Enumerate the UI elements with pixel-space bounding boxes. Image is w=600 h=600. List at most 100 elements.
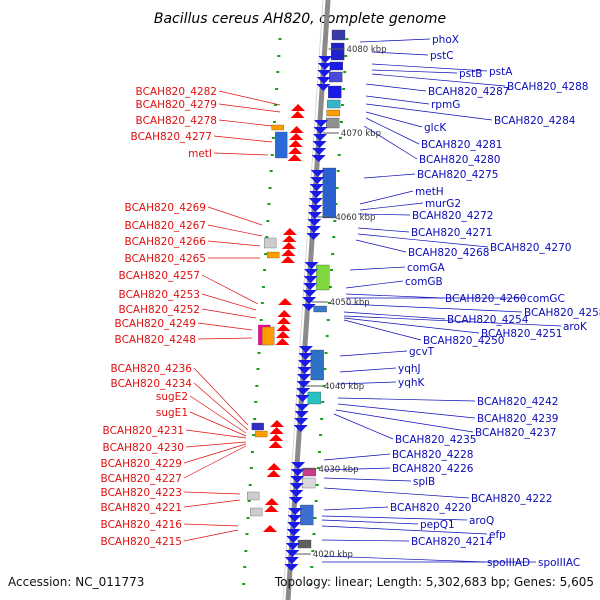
forward-arrow <box>263 525 277 532</box>
left-gene-label: sugE2 <box>156 391 188 403</box>
forward-gene <box>249 507 263 517</box>
right-gene-label: rpmG <box>431 99 460 111</box>
right-leader-line <box>343 315 562 327</box>
reverse-arrow <box>287 522 302 529</box>
reverse-gene <box>326 109 340 117</box>
forward-arrow <box>288 140 303 147</box>
left-leader-line <box>183 529 239 542</box>
left-tick <box>248 484 252 486</box>
left-tick <box>252 434 256 436</box>
left-leader-line <box>218 119 273 127</box>
right-gene-label: comGB <box>405 276 443 288</box>
right-leader-line <box>345 280 404 289</box>
reverse-gene <box>307 391 322 405</box>
left-gene-label: sugE1 <box>156 407 188 419</box>
left-gene-label: BCAH820_4282 <box>136 86 217 98</box>
left-gene-label: BCAH820_4252 <box>119 304 200 316</box>
left-labels: BCAH820_4282BCAH820_4279BCAH820_4278BCAH… <box>101 86 281 548</box>
right-gene-label: BCAH820_4222 <box>471 493 552 505</box>
left-leader-line <box>189 411 247 437</box>
reverse-arrow <box>294 418 309 425</box>
right-tick <box>312 533 316 535</box>
forward-gene <box>275 131 288 159</box>
left-tick <box>264 253 268 255</box>
right-leader-line <box>363 173 416 179</box>
right-gene-label: yqhJ <box>398 363 421 375</box>
reverse-gene <box>297 539 312 549</box>
forward-arrow <box>280 256 295 263</box>
right-leader-line <box>365 83 427 92</box>
right-tick <box>327 302 331 304</box>
left-leader-line <box>218 103 281 113</box>
right-gene-label: BCAH820_4250 <box>423 335 504 347</box>
right-leader-line <box>371 63 488 72</box>
forward-arrow <box>291 104 306 111</box>
right-gene-label: BCAH820_4275 <box>417 169 498 181</box>
right-tick <box>309 583 313 585</box>
forward-arrow <box>276 317 291 324</box>
left-tick <box>256 368 260 370</box>
right-leader-line <box>321 525 488 535</box>
left-leader-line <box>197 337 253 340</box>
left-leader-line <box>189 395 247 434</box>
position-marker-label: 4020 kbp <box>313 550 353 560</box>
right-leader-line <box>323 453 391 461</box>
right-leader-line <box>349 266 406 271</box>
right-gene-label: BCAH820_4268 <box>408 247 489 259</box>
forward-arrow <box>278 298 293 305</box>
right-gene-label: spoIIIAD <box>487 557 530 569</box>
right-gene-label: BCAH820_4272 <box>412 210 493 222</box>
forward-arrow <box>281 249 296 256</box>
reverse-arrow <box>310 177 325 184</box>
left-tick <box>259 319 263 321</box>
right-gene-label: BCAH820_4271 <box>411 227 492 239</box>
left-leader-line <box>183 523 239 527</box>
right-gene-label: glcK <box>424 122 447 134</box>
right-gene-label: BCAH820_4254 <box>447 314 529 326</box>
right-leader-line <box>355 239 407 253</box>
left-tick <box>268 187 272 189</box>
right-leader-line <box>335 409 474 433</box>
right-tick <box>339 121 343 123</box>
left-tick <box>278 38 282 40</box>
right-tick <box>315 484 319 486</box>
right-tick <box>343 71 347 73</box>
right-leader-line <box>343 311 446 320</box>
left-tick <box>254 401 258 403</box>
reverse-gene <box>310 349 324 381</box>
reverse-arrow <box>312 148 327 155</box>
left-tick <box>244 550 248 552</box>
reverse-arrow <box>306 233 321 240</box>
reverse-arrow <box>298 360 312 367</box>
right-tick <box>314 500 318 502</box>
reverse-arrow <box>286 529 301 536</box>
left-tick <box>246 517 250 519</box>
forward-gene <box>251 422 264 431</box>
right-tick <box>334 203 338 205</box>
forward-arrow <box>276 324 291 331</box>
left-tick <box>270 154 274 156</box>
left-tick <box>275 88 279 90</box>
left-leader-line <box>213 152 269 156</box>
left-gene-label: BCAH820_4277 <box>131 131 212 143</box>
left-tick <box>245 533 249 535</box>
forward-gene <box>247 491 260 501</box>
right-tick <box>331 253 335 255</box>
reverse-arrow <box>318 56 333 63</box>
reverse-arrow <box>303 283 318 290</box>
right-leader-line <box>337 381 397 385</box>
left-tick <box>243 566 247 568</box>
left-leader-line <box>201 274 259 305</box>
left-tick <box>265 236 269 238</box>
left-gene-label: BCAH820_4215 <box>101 536 182 548</box>
right-leader-line <box>333 413 394 440</box>
reverse-arrow <box>302 290 317 297</box>
reverse-arrow <box>293 425 308 432</box>
right-gene-label: BCAH820_4220 <box>390 502 471 514</box>
right-leader-line <box>365 95 430 105</box>
left-leader-line <box>183 443 247 464</box>
right-gene-label: aroK <box>563 321 588 333</box>
right-gene-label: comGA <box>407 262 446 274</box>
reverse-arrow <box>301 304 316 311</box>
reverse-arrow <box>304 269 319 276</box>
